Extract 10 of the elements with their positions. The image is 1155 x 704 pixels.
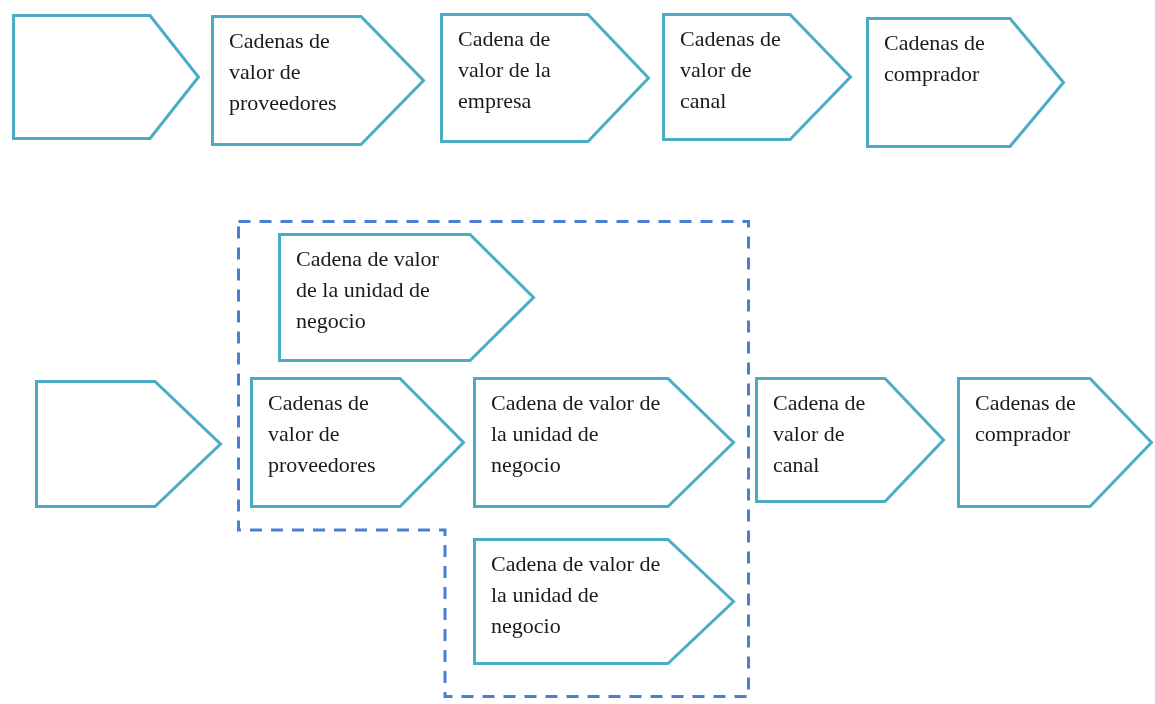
chain-label: Cadena de valor de la unidad de negocio [491,389,662,479]
chain-label: Cadena de valor de canal [773,389,867,479]
chain-label: Cadenas de valor de proveedores [268,389,377,479]
chain-label: Cadena de valor de la unidad de negocio [491,550,662,640]
chain-label: Cadena de valor de la unidad de negocio [296,245,440,335]
chain-label: Cadenas de valor de canal [680,25,782,115]
chain-label: Cadenas de valor de proveedores [229,27,338,117]
chain-label: Cadena de valor de la empresa [458,25,552,115]
chain-label: Cadenas de comprador [975,389,1077,448]
chain-label: Cadenas de comprador [884,29,986,88]
